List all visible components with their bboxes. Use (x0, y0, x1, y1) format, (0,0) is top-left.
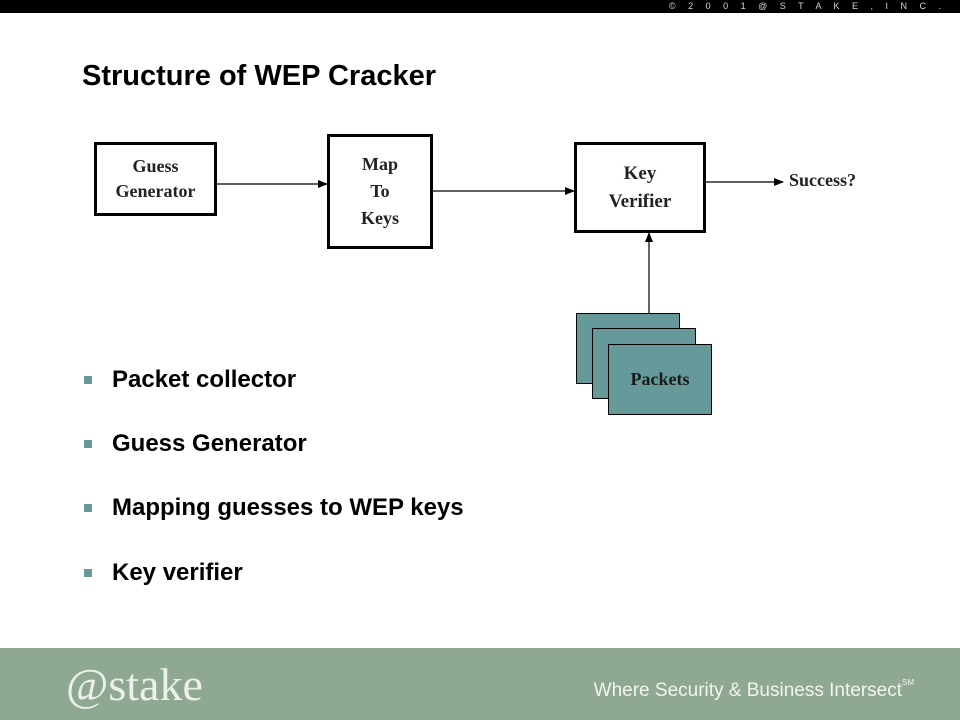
copyright-text: © 2 0 0 1 @ S T A K E , I N C . (669, 1, 946, 11)
square-bullet-icon (84, 440, 92, 448)
guess-generator-box: Guess Generator (94, 142, 217, 216)
packet-card-front: Packets (608, 344, 712, 415)
slide-title: Structure of WEP Cracker (82, 60, 437, 92)
square-bullet-icon (84, 569, 92, 577)
map-to-keys-label-line3: Keys (361, 208, 399, 228)
success-label: Success? (789, 170, 856, 190)
service-mark: SM (902, 678, 914, 687)
key-verifier-label-line2: Verifier (608, 190, 672, 212)
footer-bar (0, 648, 960, 720)
bullet-item: Mapping guesses to WEP keys (84, 494, 464, 522)
bullet-text: Packet collector (112, 366, 297, 393)
footer-tagline: Where Security & Business IntersectSM (593, 678, 914, 702)
key-verifier-box: Key Verifier (574, 142, 706, 233)
key-verifier-label-line1: Key (623, 162, 657, 184)
guess-generator-label-line2: Generator (115, 181, 196, 201)
packets-label: Packets (630, 369, 690, 389)
square-bullet-icon (84, 504, 92, 512)
stake-logo: @stake (66, 659, 203, 710)
square-bullet-icon (84, 376, 92, 384)
guess-generator-label-line1: Guess (132, 156, 179, 176)
top-bar: © 2 0 0 1 @ S T A K E , I N C . (0, 0, 960, 13)
bullet-text: Mapping guesses to WEP keys (112, 494, 464, 521)
bullet-item: Packet collector (84, 366, 296, 394)
bullet-text: Key verifier (112, 559, 243, 586)
map-to-keys-label-line2: To (370, 181, 390, 201)
map-to-keys-label-line1: Map (362, 154, 398, 174)
bullet-item: Key verifier (84, 559, 243, 587)
tagline-text: Where Security & Business Intersect (593, 680, 902, 701)
bullet-text: Guess Generator (112, 430, 307, 457)
map-to-keys-box: Map To Keys (327, 134, 433, 249)
bullet-item: Guess Generator (84, 430, 307, 458)
